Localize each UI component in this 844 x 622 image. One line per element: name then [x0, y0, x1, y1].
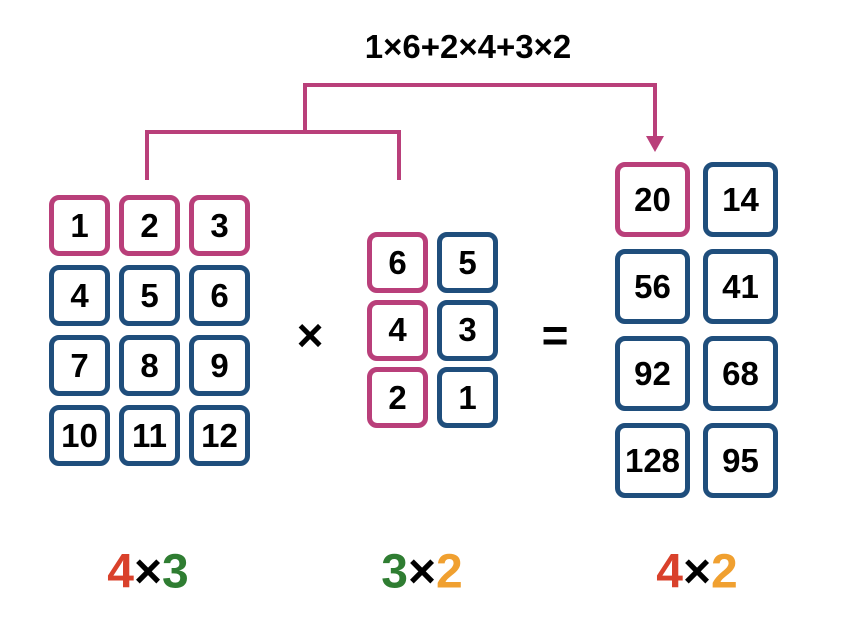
matrix-b-cell: 1 — [437, 367, 498, 428]
matrix-b-cell: 4 — [367, 299, 428, 361]
dims-b: 3×2 — [381, 545, 462, 600]
matrix-a-cell: 9 — [189, 335, 250, 396]
dims-a: 4×3 — [107, 545, 188, 600]
matrix-a-cell: 5 — [119, 265, 180, 326]
matrix-b-cell: 2 — [367, 367, 428, 428]
dims-b-rows: 3 — [381, 545, 408, 599]
matrix-a-cell: 6 — [189, 265, 250, 326]
dims-c-times: × — [682, 545, 712, 599]
matrix-c-cell: 14 — [703, 162, 778, 237]
dims-a-times: × — [133, 545, 163, 599]
dot-product-formula: 1×6+2×4+3×2 — [364, 28, 572, 65]
multiply-sign: × — [296, 309, 324, 361]
matrix-c-cell: 56 — [615, 249, 690, 324]
matrix-c-cell: 68 — [703, 336, 778, 411]
matrix-a-cell: 2 — [119, 195, 180, 256]
equals-sign: = — [541, 309, 569, 361]
matrix-c-cell: 20 — [615, 162, 690, 237]
dims-b-cols: 2 — [436, 545, 463, 599]
arrow-head-icon — [646, 136, 664, 152]
dims-a-rows: 4 — [107, 545, 134, 599]
dims-a-cols: 3 — [162, 545, 189, 599]
matrix-b-cell: 5 — [437, 232, 498, 293]
matrix-c-cell: 95 — [703, 423, 778, 498]
matrix-a-cell: 11 — [119, 405, 180, 466]
matrix-a-cell: 4 — [49, 265, 110, 326]
matrix-c-cell: 128 — [615, 423, 690, 498]
dims-b-times: × — [407, 545, 437, 599]
matrix-a-cell: 7 — [49, 335, 110, 396]
matrix-c-cell: 92 — [615, 336, 690, 411]
matrix-a-cell: 3 — [189, 195, 250, 256]
matrix-b-cell: 3 — [437, 299, 498, 361]
result-arrow-line — [303, 83, 657, 140]
matrix-a-cell: 8 — [119, 335, 180, 396]
matrix-a-cell: 12 — [189, 405, 250, 466]
matrix-a-cell: 10 — [49, 405, 110, 466]
dims-c-cols: 2 — [711, 545, 738, 599]
matrix-c-cell: 41 — [703, 249, 778, 324]
dims-c-rows: 4 — [656, 545, 683, 599]
matrix-a-cell: 1 — [49, 195, 110, 256]
matrix-b-cell: 6 — [367, 232, 428, 293]
row-column-bracket — [145, 130, 401, 180]
dims-c: 4×2 — [656, 545, 737, 600]
